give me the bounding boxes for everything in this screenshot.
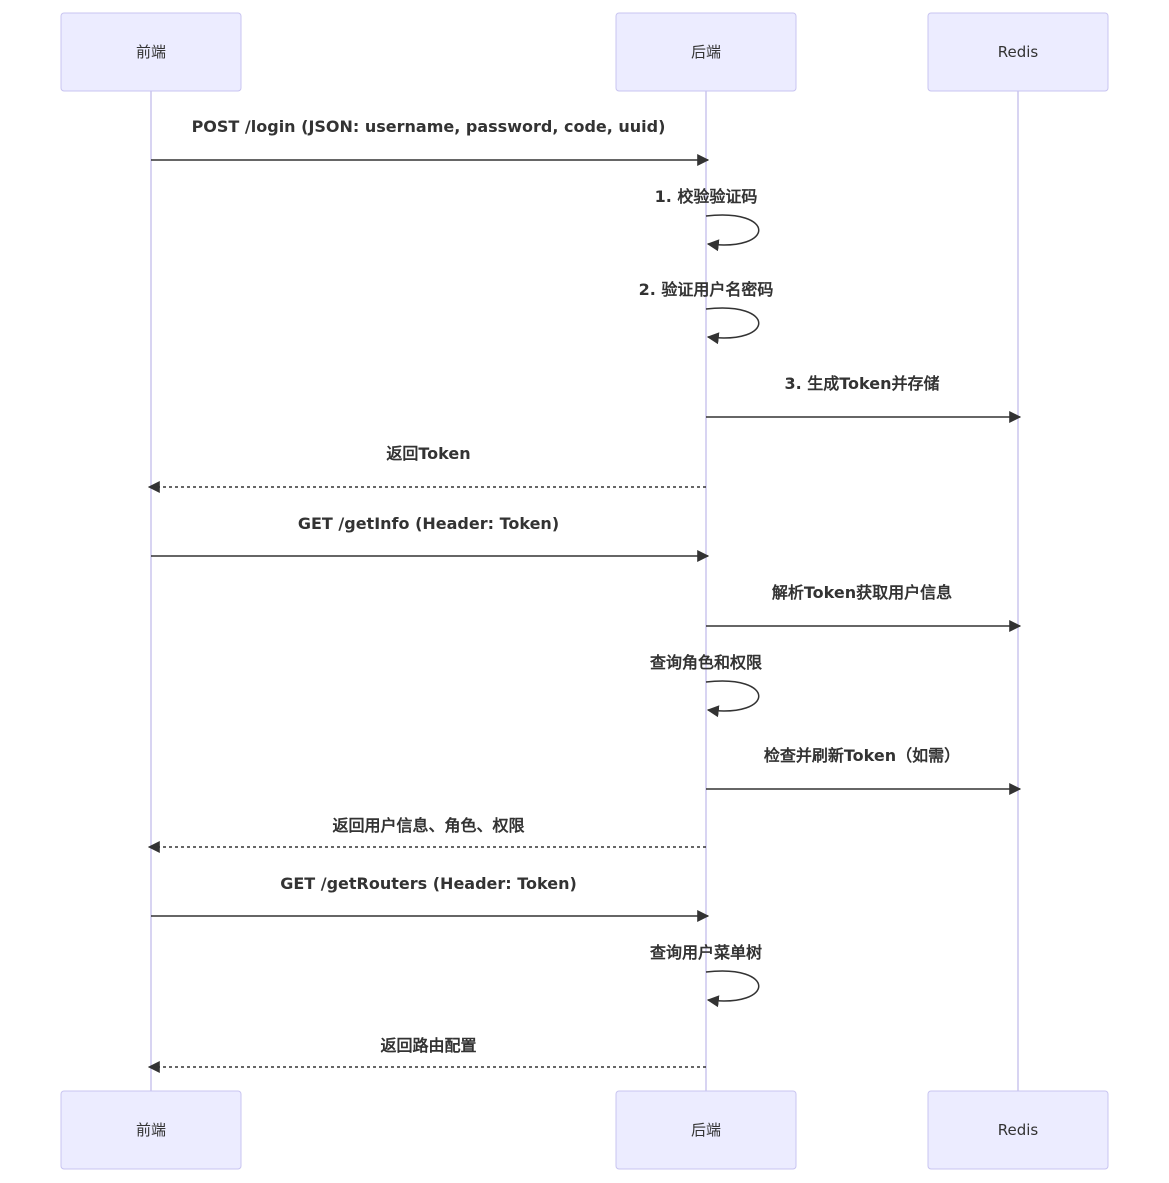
actor-box	[615, 12, 797, 92]
actor-label: 后端	[691, 1121, 721, 1139]
message-label: 1. 校验验证码	[655, 187, 758, 206]
message-9: 检查并刷新Token（如需）	[706, 746, 1022, 795]
actors-top: 前端 后端 Redis	[60, 12, 1109, 92]
actor-box	[615, 1090, 797, 1170]
message-3: 2. 验证用户名密码	[639, 280, 774, 345]
message-1: POST /login (JSON: username, password, c…	[151, 117, 710, 166]
self-message-arrow	[705, 970, 760, 1008]
message-7: 解析Token获取用户信息	[706, 583, 1022, 632]
actor-label: 后端	[691, 43, 721, 61]
actor-redis-bottom: Redis	[927, 1090, 1109, 1170]
message-label: 返回用户信息、角色、权限	[332, 816, 525, 835]
message-label: 查询角色和权限	[650, 653, 763, 672]
message-13: 返回路由配置	[147, 1036, 706, 1073]
actors-bottom: 前端 后端 Redis	[60, 1090, 1109, 1170]
message-10: 返回用户信息、角色、权限	[147, 816, 706, 853]
actor-box	[927, 12, 1109, 92]
message-label: 3. 生成Token并存储	[784, 374, 939, 393]
self-message-arrow	[705, 680, 760, 718]
message-6: GET /getInfo (Header: Token)	[151, 514, 710, 562]
actor-fe-bottom: 前端	[60, 1090, 242, 1170]
actor-label: Redis	[998, 1121, 1039, 1139]
message-label: POST /login (JSON: username, password, c…	[192, 117, 666, 136]
actor-label: Redis	[998, 43, 1039, 61]
message-label: 检查并刷新Token（如需）	[764, 746, 960, 765]
message-12: 查询用户菜单树	[650, 943, 762, 1008]
message-label: 解析Token获取用户信息	[772, 583, 952, 602]
message-label: GET /getInfo (Header: Token)	[298, 514, 559, 533]
messages: POST /login (JSON: username, password, c…	[147, 117, 1022, 1073]
message-label: 查询用户菜单树	[650, 943, 762, 962]
message-11: GET /getRouters (Header: Token)	[151, 874, 710, 922]
actor-redis-top: Redis	[927, 12, 1109, 92]
message-label: 2. 验证用户名密码	[639, 280, 774, 299]
message-4: 3. 生成Token并存储	[706, 374, 1022, 423]
actor-box	[927, 1090, 1109, 1170]
self-message-arrow	[705, 214, 760, 252]
message-2: 1. 校验验证码	[655, 187, 760, 252]
message-label: GET /getRouters (Header: Token)	[280, 874, 577, 893]
message-label: 返回路由配置	[380, 1036, 476, 1055]
actor-fe-top: 前端	[60, 12, 242, 92]
message-5: 返回Token	[147, 444, 706, 493]
actor-label: 前端	[136, 1121, 166, 1139]
self-message-arrow	[705, 307, 760, 345]
message-8: 查询角色和权限	[650, 653, 763, 718]
actor-box	[60, 12, 242, 92]
lifelines	[150, 91, 1019, 1091]
actor-be-bottom: 后端	[615, 1090, 797, 1170]
message-label: 返回Token	[386, 444, 470, 463]
actor-box	[60, 1090, 242, 1170]
actor-be-top: 后端	[615, 12, 797, 92]
actor-label: 前端	[136, 43, 166, 61]
